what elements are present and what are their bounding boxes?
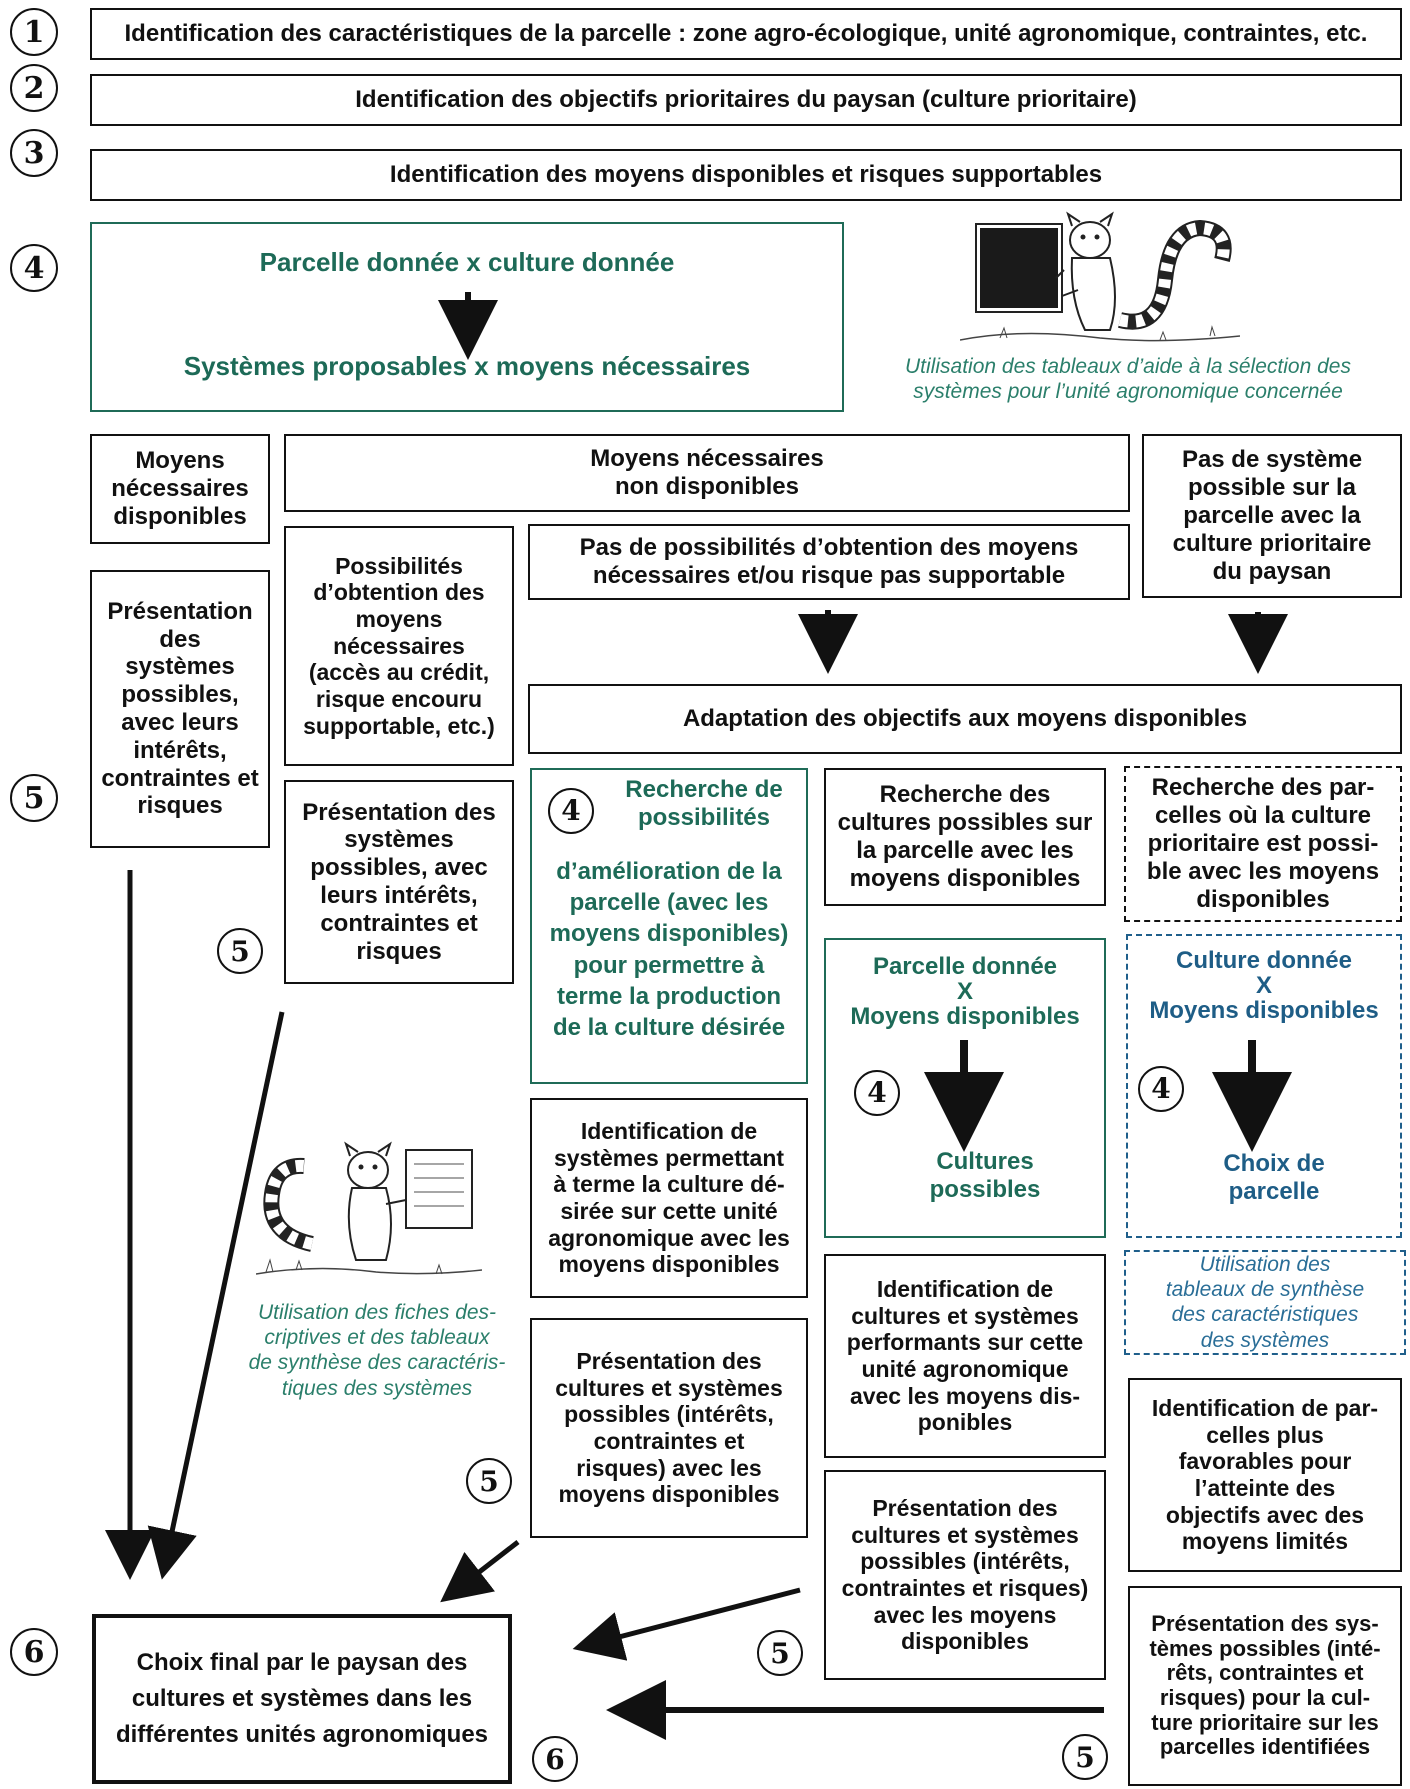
recherche-amelioration-body: d’amélioration de la parcelle (avec les … bbox=[549, 858, 789, 1041]
step-number-4: 4 bbox=[10, 244, 58, 292]
culture-donnee-box: Culture donnée X Moyens disponibles 4 Ch… bbox=[1126, 934, 1402, 1238]
identification-cultures-box: Identification de cultures et systèmes p… bbox=[824, 1254, 1106, 1458]
step-number-4-amelioration: 4 bbox=[548, 788, 594, 834]
step-number-5-c: 5 bbox=[757, 1630, 803, 1676]
step-number-4-parcelle: 4 bbox=[1138, 1066, 1184, 1112]
choix-final-box: Choix final par le paysan des cultures e… bbox=[92, 1614, 512, 1784]
step-number-5: 5 bbox=[10, 774, 58, 822]
caption-synthese: Utilisation des tableaux de synthèse des… bbox=[1124, 1250, 1406, 1355]
lemur-blackboard-illustration bbox=[960, 211, 1240, 342]
step-3-box: Identification des moyens disponibles et… bbox=[90, 149, 1402, 201]
presentation-systemes-box-1: Présentation des systèmes possibles, ave… bbox=[90, 570, 270, 848]
identification-parcelles-box: Identification de par- celles plus favor… bbox=[1128, 1378, 1402, 1572]
parcelle-donnee-box: Parcelle donnée X Moyens disponibles 4 C… bbox=[824, 938, 1106, 1238]
presentation-cultures-box-4: Présentation des cultures et systèmes po… bbox=[824, 1470, 1106, 1680]
step-number-5-d: 5 bbox=[1062, 1734, 1108, 1780]
step-number-1: 1 bbox=[10, 8, 58, 56]
step-4-bottom-text: Systèmes proposables x moyens nécessaire… bbox=[183, 351, 751, 381]
recherche-cultures-box: Recherche des cultures possibles sur la … bbox=[824, 768, 1106, 906]
recherche-amelioration-box: 4 Recherche de possibilités d’améliorati… bbox=[530, 768, 808, 1084]
adaptation-objectifs-box: Adaptation des objectifs aux moyens disp… bbox=[528, 684, 1402, 754]
step-4-box: Parcelle donnée x culture donnée Système… bbox=[90, 222, 844, 412]
identification-systemes-box: Identification de systèmes permettant à … bbox=[530, 1098, 808, 1298]
cultures-possibles-text: Cultures possibles bbox=[929, 1148, 1041, 1203]
moyens-disponibles-box: Moyens nécessaires disponibles bbox=[90, 434, 270, 544]
step-number-5-a: 5 bbox=[217, 928, 263, 974]
step-2-box: Identification des objectifs prioritaire… bbox=[90, 74, 1402, 126]
pas-de-possibilites-box: Pas de possibilités d’obtention des moye… bbox=[528, 524, 1130, 600]
parcelle-donnee-text: Parcelle donnée X Moyens disponibles bbox=[850, 953, 1080, 1031]
step-number-6: 6 bbox=[10, 1628, 58, 1676]
step-number-4-cultures: 4 bbox=[854, 1070, 900, 1116]
step-number-2: 2 bbox=[10, 64, 58, 112]
caption-fiches: Utilisation des fiches des- criptives et… bbox=[248, 1301, 506, 1400]
step-number-6-b: 6 bbox=[532, 1736, 578, 1782]
lemur-whiteboard-illustration bbox=[256, 1141, 482, 1275]
presentation-systemes-box-5: Présentation des sys- tèmes possibles (i… bbox=[1128, 1586, 1402, 1786]
arrow-diagonal-1 bbox=[147, 1011, 285, 1580]
recherche-amelioration-head: Recherche de possibilités bbox=[625, 776, 783, 831]
step-number-3: 3 bbox=[10, 129, 58, 177]
step-number-5-b: 5 bbox=[466, 1458, 512, 1504]
recherche-parcelles-box: Recherche des par- celles où la culture … bbox=[1124, 766, 1402, 922]
presentation-cultures-box-3: Présentation des cultures et systèmes po… bbox=[530, 1318, 808, 1538]
choix-parcelle-text: Choix de parcelle bbox=[1223, 1150, 1325, 1205]
caption-tableaux-aide: Utilisation des tableaux d’aide à la sél… bbox=[905, 355, 1351, 404]
presentation-systemes-box-2: Présentation des systèmes possibles, ave… bbox=[284, 780, 514, 984]
step-4-top-text: Parcelle donnée x culture donnée bbox=[259, 247, 675, 277]
step-1-box: Identification des caractéristiques de l… bbox=[90, 8, 1402, 60]
arrow-diagonal-2 bbox=[440, 1540, 520, 1603]
culture-donnee-text: Culture donnée X Moyens disponibles bbox=[1149, 947, 1379, 1025]
possibilites-obtention-box: Possibilités d’obtention des moyens néce… bbox=[284, 526, 514, 766]
moyens-non-disponibles-box: Moyens nécessaires non disponibles bbox=[284, 434, 1130, 512]
pas-de-systeme-box: Pas de système possible sur la parcelle … bbox=[1142, 434, 1402, 598]
